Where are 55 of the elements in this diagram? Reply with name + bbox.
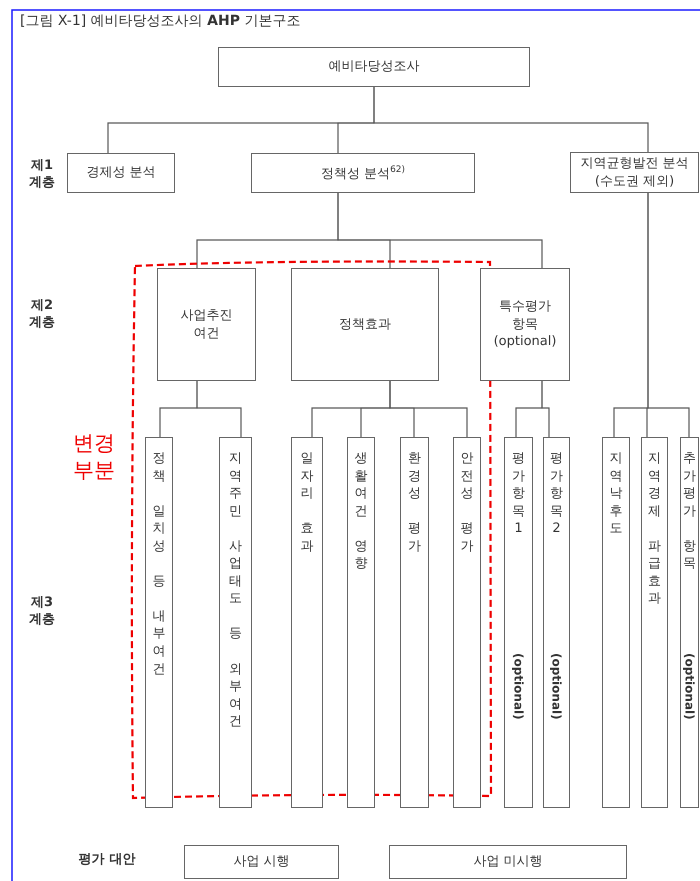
criterion-box — [400, 437, 429, 808]
box-label: 정책성 분석$^{62)}$ — [320, 164, 406, 182]
box-note: (optional) — [550, 653, 564, 720]
criterion-box — [219, 437, 252, 808]
box-label: 생활여건 영향 — [354, 450, 368, 573]
box-label: 정책효과 — [339, 316, 391, 334]
criterion-box — [504, 437, 533, 808]
box-label: 사업 미시행 — [473, 853, 543, 871]
criterion-box — [145, 437, 173, 808]
box-label: 예비타당성조사 — [328, 58, 420, 76]
box-note: (optional) — [682, 653, 696, 720]
level-label: 제2 계층 — [28, 298, 56, 332]
box-label: 안전성 평가 — [460, 450, 474, 556]
category-box — [251, 153, 475, 193]
category-box — [218, 47, 530, 87]
category-box — [291, 268, 439, 381]
category-box — [157, 268, 256, 381]
criterion-box — [680, 437, 699, 808]
category-box — [389, 845, 627, 879]
criterion-box — [543, 437, 570, 808]
box-label: 사업 시행 — [233, 853, 290, 871]
box-label: 지역낙후도 — [610, 450, 622, 538]
category-box — [67, 153, 175, 193]
category-box — [570, 152, 699, 193]
box-label: 지역주민 사업태도 등 외부여건 — [229, 450, 242, 731]
box-label: 지역경제 파급효과 — [648, 450, 661, 608]
connector-line — [541, 381, 550, 437]
category-box — [184, 845, 339, 879]
box-label: 일자리 효과 — [300, 450, 314, 556]
criterion-box — [641, 437, 668, 808]
level-label: 제3 계층 — [28, 595, 56, 629]
box-label: 경제성 분석 — [86, 164, 156, 182]
level-label: 평가 대안 — [78, 852, 136, 869]
box-note: (optional) — [512, 653, 526, 720]
box-label: 평가항목2 — [550, 450, 563, 538]
connector-line — [647, 193, 690, 437]
box-label: 지역균형발전 분석 (수도권 제외) — [579, 154, 690, 190]
connector-line — [337, 193, 543, 268]
level-label: 제1 계층 — [28, 158, 56, 192]
box-label: 환경성 평가 — [408, 450, 421, 556]
criterion-box — [347, 437, 375, 808]
area-label: 변경 부분 — [72, 430, 116, 484]
figure-title: [그림 X-1] 예비타당성조사의 AHP 기본구조 — [20, 12, 300, 30]
connector-line — [196, 381, 242, 437]
box-label: 사업추진 여건 — [180, 306, 233, 342]
category-box — [480, 268, 570, 381]
box-label: 정책 일치성 등 내부여건 — [152, 450, 166, 678]
box-label: 추가평가 항목 — [683, 450, 696, 573]
connector-line — [373, 87, 649, 152]
criterion-box — [291, 437, 323, 808]
box-label: 평가항목1 — [512, 450, 525, 538]
criterion-box — [602, 437, 630, 808]
criterion-box — [453, 437, 481, 808]
box-label: 특수평가 항목 (optional) — [492, 298, 558, 351]
connector-line — [389, 381, 468, 437]
